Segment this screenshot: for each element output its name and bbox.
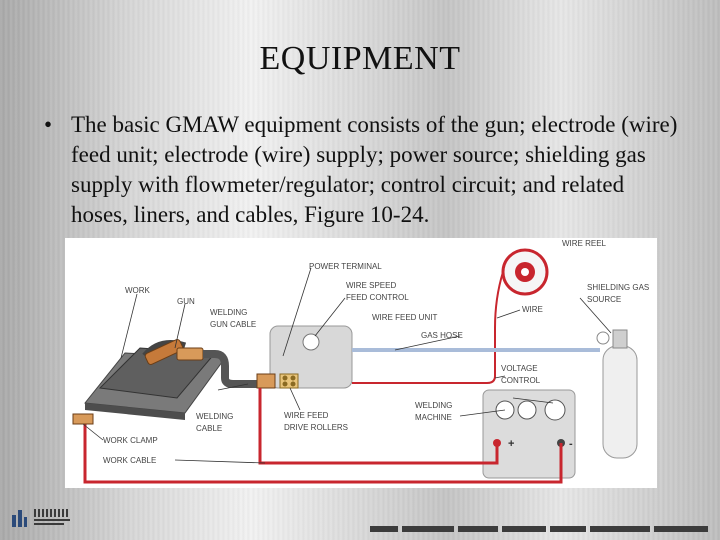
gun-body xyxy=(144,339,184,365)
gun-handle xyxy=(176,347,204,361)
label-wire-feed: WIRE FEED xyxy=(284,411,329,420)
footer-code-strip xyxy=(370,526,708,532)
roller-2 xyxy=(290,375,296,381)
wire-speed-knob xyxy=(302,333,320,351)
gas-cylinder xyxy=(602,345,638,459)
bullet-text: The basic GMAW equipment consists of the… xyxy=(71,112,678,227)
label-feed-control: FEED CONTROL xyxy=(346,293,409,302)
label-minus: - xyxy=(569,438,573,450)
label-welding-gun-1: WELDING xyxy=(210,308,247,317)
label-gun-cable: GUN CABLE xyxy=(210,320,256,329)
cable-connector xyxy=(256,373,276,389)
label-wire-reel: WIRE REEL xyxy=(562,239,607,248)
label-welding-cable-1: WELDING xyxy=(196,412,233,421)
wire xyxy=(352,271,504,384)
roller-3 xyxy=(282,381,288,387)
label-plus: + xyxy=(508,438,514,450)
welding-gun-cable xyxy=(203,350,257,388)
gmaw-equipment-figure: WIRE REEL POWER TERMINAL WORK GUN WIRE S… xyxy=(65,238,657,488)
label-gas-hose: GAS HOSE xyxy=(421,331,463,340)
label-shielding-gas: SHIELDING GAS xyxy=(587,283,649,292)
work-cable xyxy=(83,420,563,484)
label-source: SOURCE xyxy=(587,295,621,304)
footer-logo-icon xyxy=(12,509,70,527)
label-control: CONTROL xyxy=(501,376,541,385)
label-work-cable: WORK CABLE xyxy=(103,456,156,465)
label-gun: GUN xyxy=(177,297,195,306)
wire-reel-center xyxy=(521,268,529,276)
label-wire-speed: WIRE SPEED xyxy=(346,281,396,290)
slide-title: EQUIPMENT xyxy=(259,40,461,77)
label-work-clamp: WORK CLAMP xyxy=(103,436,158,445)
welding-cable xyxy=(258,388,499,465)
label-drive-rollers: DRIVE ROLLERS xyxy=(284,423,348,432)
voltage-control-knob xyxy=(544,399,566,421)
roller-1 xyxy=(282,375,288,381)
regulator xyxy=(612,329,628,349)
label-power-terminal: POWER TERMINAL xyxy=(309,262,382,271)
label-wire-feed-unit: WIRE FEED UNIT xyxy=(372,313,437,322)
table-edge xyxy=(85,403,185,420)
roller-4 xyxy=(290,381,296,387)
label-welding-machine-1: WELDING xyxy=(415,401,452,410)
wire-feed-unit xyxy=(269,325,353,389)
label-voltage: VOLTAGE xyxy=(501,364,538,373)
bullet-dot: • xyxy=(44,112,53,137)
bullet-item: • The basic GMAW equipment consists of t… xyxy=(44,110,684,230)
gmaw-diagram: WIRE REEL POWER TERMINAL WORK GUN WIRE S… xyxy=(72,239,649,484)
label-wire: WIRE xyxy=(522,305,543,314)
label-work: WORK xyxy=(125,286,151,295)
work-clamp xyxy=(72,413,94,425)
label-cable: CABLE xyxy=(196,424,222,433)
flowmeter-gauge xyxy=(596,331,610,345)
meter-2 xyxy=(517,400,537,420)
drive-rollers xyxy=(279,373,299,389)
label-machine: MACHINE xyxy=(415,413,452,422)
